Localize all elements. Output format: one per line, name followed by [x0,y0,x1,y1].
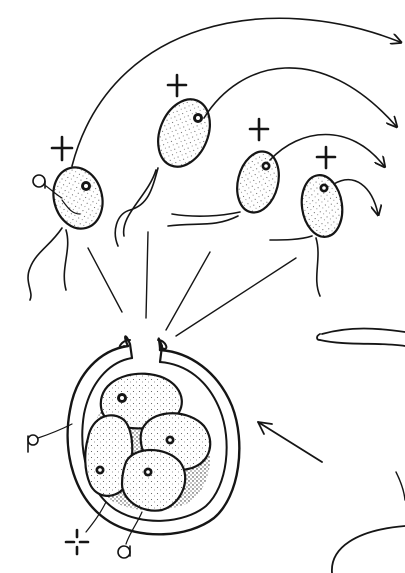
label-a-bottom [118,512,142,558]
cell-fragment-bottom-right [332,472,405,573]
internal-cell-4 [122,450,185,511]
pointing-arrow [258,422,322,462]
plus-sign-3 [250,119,268,140]
label-p-text: p [28,436,37,452]
long-arc-arrow [72,18,400,166]
label-minus-text: - [72,534,77,550]
gamete-2 [115,92,219,246]
movement-arrows [72,18,400,214]
label-plus-text: + [56,140,68,156]
gamete-4 [270,173,346,296]
plus-sign-4 [317,147,335,168]
filament-fragment [317,329,405,347]
label-a-text: a [36,174,44,190]
release-lines [88,232,296,336]
gametangium [68,336,240,534]
plus-sign-2 [168,75,186,96]
arc-arrow-2 [204,68,396,126]
